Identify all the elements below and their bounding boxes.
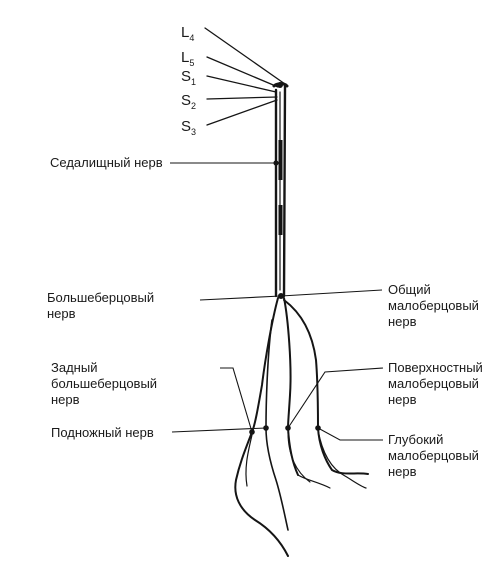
spinal-roots: [204, 27, 286, 126]
root-label-s1: S1: [181, 68, 196, 87]
trunk-dark-band-2: [278, 205, 283, 235]
leader-posterior-tibial: [220, 367, 253, 433]
leader-deep-peroneal: [317, 427, 383, 441]
root-line-l5: [206, 56, 279, 88]
label-deep-peroneal-2: малоберцовый: [388, 448, 479, 463]
label-superficial-peroneal-1: Поверхностный: [388, 360, 483, 375]
label-deep-peroneal-3: нерв: [388, 464, 417, 479]
label-posterior-tibial-2: большеберцовый: [51, 376, 157, 391]
deep-peroneal-path: [283, 299, 369, 475]
label-superficial-peroneal-3: нерв: [388, 392, 417, 407]
label-posterior-tibial-1: Задный: [51, 360, 97, 375]
label-common-peroneal-3: нерв: [388, 314, 417, 329]
foot-branch-3: [245, 434, 253, 487]
foot-branch-2: [317, 429, 367, 489]
leader-lines: [170, 162, 384, 441]
leader-common-peroneal: [280, 289, 383, 297]
trunk-right-fiber: [282, 84, 287, 298]
label-superficial-peroneal-2: малоберцовый: [388, 376, 479, 391]
root-label-s2: S2: [181, 92, 196, 111]
root-label-l5: L5: [181, 49, 194, 68]
label-deep-peroneal-1: Глубокий: [388, 432, 443, 447]
root-line-s2: [206, 96, 278, 100]
label-sciatic: Седалищный нерв: [50, 155, 163, 170]
tibial-nerve-path: [234, 297, 289, 557]
label-plantar: Подножный нерв: [51, 425, 154, 440]
root-labels: L4 L5 S1 S2 S3: [181, 24, 196, 137]
root-line-l4: [204, 27, 286, 85]
superficial-peroneal-path: [283, 297, 299, 476]
leg-branches: [234, 297, 369, 557]
leader-plantar: [171, 427, 267, 433]
plantar-nerve-path: [265, 319, 289, 531]
root-label-l4: L4: [181, 24, 194, 43]
leader-superficial-peroneal: [287, 367, 384, 429]
label-tibial-2: нерв: [47, 306, 76, 321]
foot-branch-1: [297, 474, 331, 489]
label-common-peroneal-1: Общий: [388, 282, 431, 297]
nerve-labels: Седалищный нерв Большеберцовый нерв Общи…: [47, 155, 483, 479]
foot-branch-4: [287, 431, 311, 483]
label-posterior-tibial-3: нерв: [51, 392, 80, 407]
leader-tibial: [199, 295, 282, 301]
root-line-s1: [206, 75, 277, 93]
sciatic-trunk: [272, 82, 289, 298]
node-plexus: [277, 82, 283, 88]
trunk-dark-band: [278, 140, 283, 180]
label-tibial-1: Большеберцовый: [47, 290, 154, 305]
root-line-s3: [206, 99, 278, 126]
root-label-s3: S3: [181, 118, 196, 137]
label-common-peroneal-2: малоберцовый: [388, 298, 479, 313]
